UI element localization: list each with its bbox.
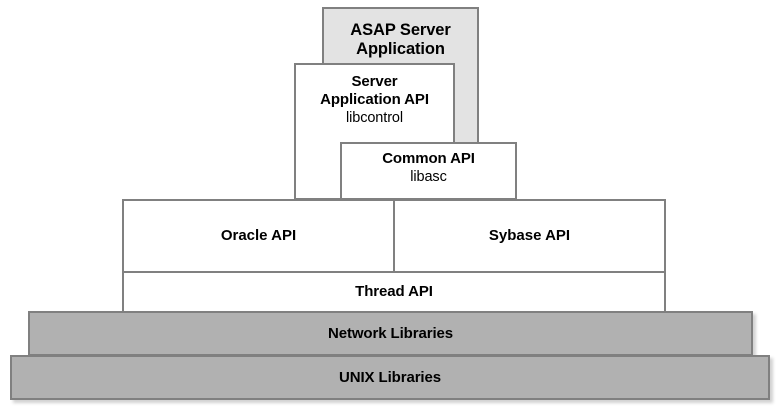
layer-title-unix-libraries: UNIX Libraries (339, 368, 441, 386)
layer-sublabel-libasc: libasc (410, 168, 447, 185)
layer-box-common-api: Common API libasc (340, 142, 517, 200)
layer-box-sybase-api: Sybase API (393, 201, 664, 271)
layer-title-line2-asap: Application (356, 40, 445, 59)
layer-box-unix-libraries: UNIX Libraries (10, 355, 770, 400)
layer-box-thread-api: Thread API (122, 271, 666, 313)
layer-title-oracle-api: Oracle API (220, 227, 297, 245)
layer-row-database-apis: Oracle API Sybase API (122, 199, 666, 273)
layer-title-network-libraries: Network Libraries (327, 324, 453, 342)
layer-box-oracle-api: Oracle API (124, 201, 393, 271)
layer-sublabel-libcontrol: libcontrol (345, 110, 404, 126)
layer-title-thread-api: Thread API (355, 283, 433, 301)
layer-box-server-application-api: Server Application API libcontrol (294, 63, 455, 200)
layer-title-line2-server-application-api: Application API (320, 91, 429, 108)
layer-title-sybase-api: Sybase API (488, 227, 571, 245)
layer-title-line1-asap: ASAP Server (350, 21, 451, 39)
layer-box-network-libraries: Network Libraries (28, 311, 753, 356)
layer-title-line1-server-application-api: Server (351, 73, 398, 90)
layer-title-common-api: Common API (382, 150, 475, 167)
